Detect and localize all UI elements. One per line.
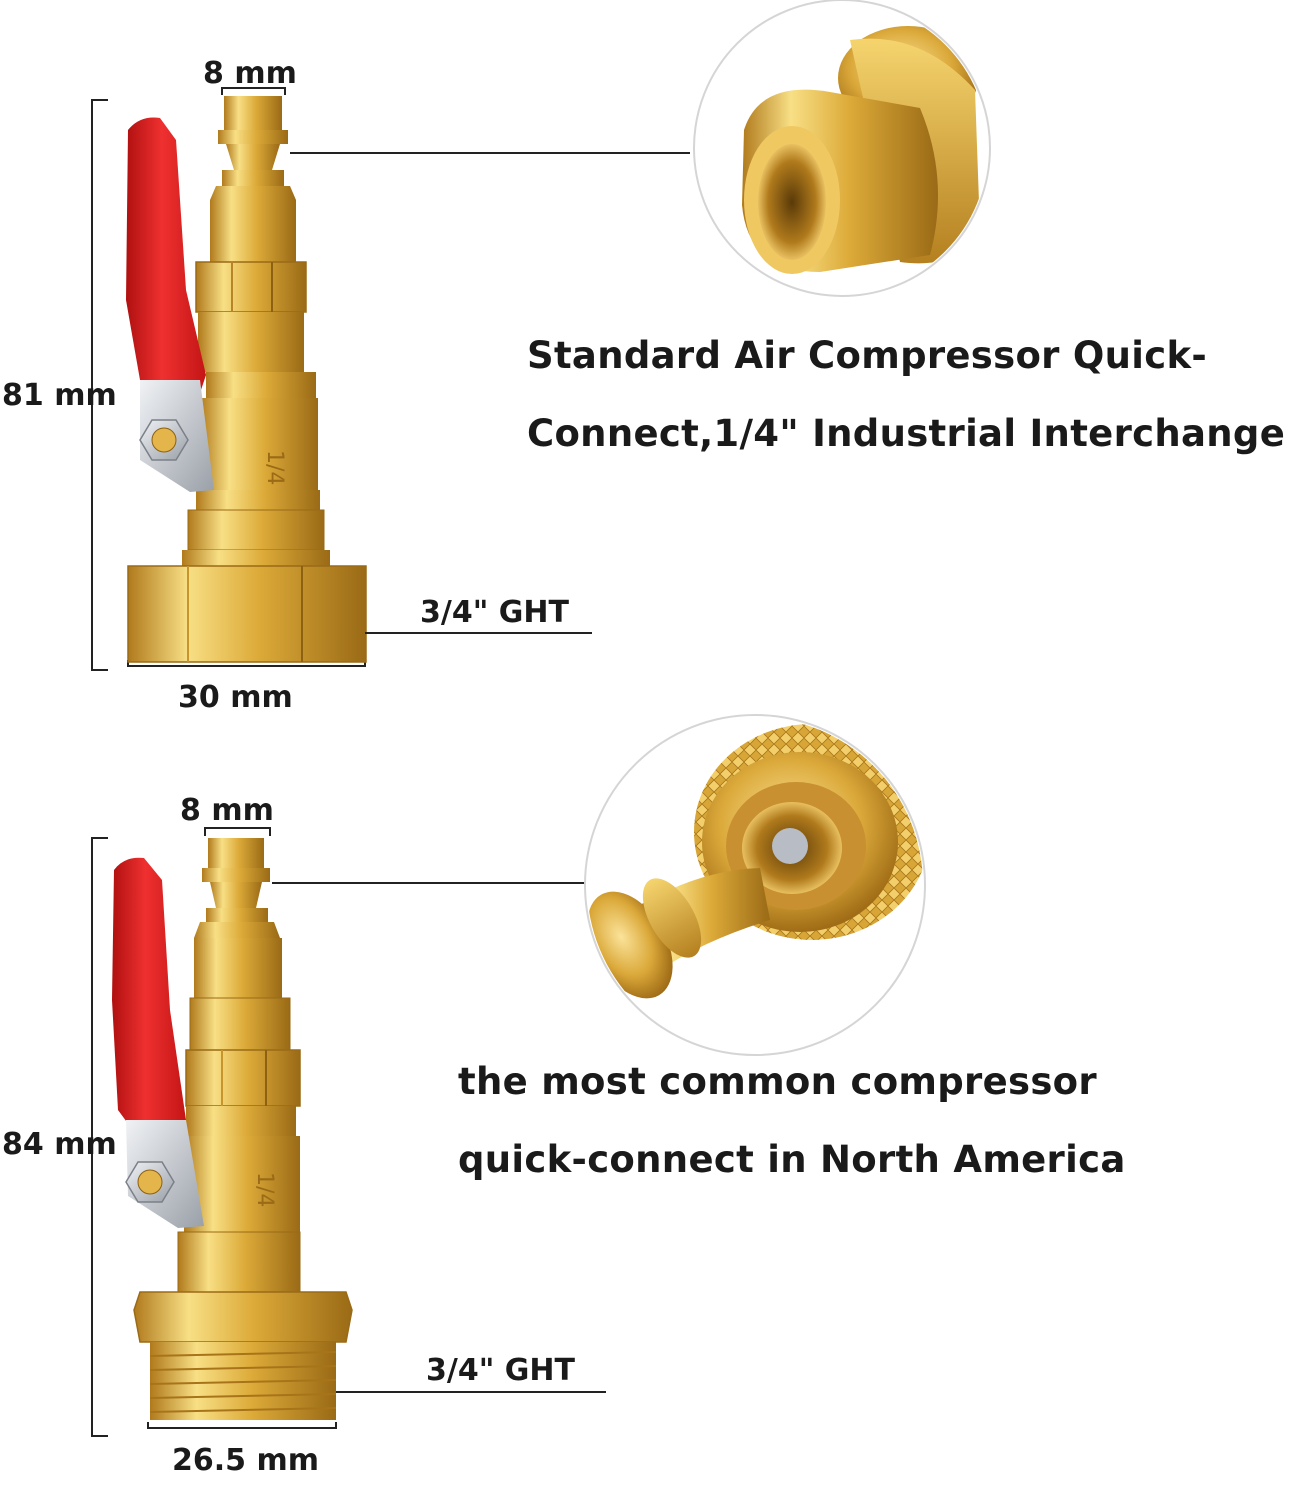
top-thread-label: 3/4" GHT [420,595,569,630]
top-caption-line1: Standard Air Compressor Quick- [527,334,1208,377]
top-tip-width-label: 8 mm [203,56,297,91]
top-detail-magnifier [693,0,991,297]
bottom-detail-magnifier [584,714,926,1056]
top-body-marking: 1/4 [262,450,287,485]
top-caption-line2: Connect,1/4" Industrial Interchange [527,412,1286,455]
bottom-body-marking: 1/4 [252,1172,277,1207]
bottom-thread-label: 3/4" GHT [426,1353,575,1388]
top-fitting: 1/4 [91,87,690,671]
top-base-width-label: 30 mm [178,680,293,715]
bottom-caption-line1: the most common compressor [458,1060,1097,1103]
bottom-base-width-label: 26.5 mm [172,1443,319,1478]
bottom-height-label: 84 mm [2,1127,117,1162]
bottom-caption-line2: quick-connect in North America [458,1138,1126,1181]
bottom-fitting: 1/4 [91,827,606,1437]
bottom-tip-width-label: 8 mm [180,793,274,828]
top-height-label: 81 mm [2,378,117,413]
